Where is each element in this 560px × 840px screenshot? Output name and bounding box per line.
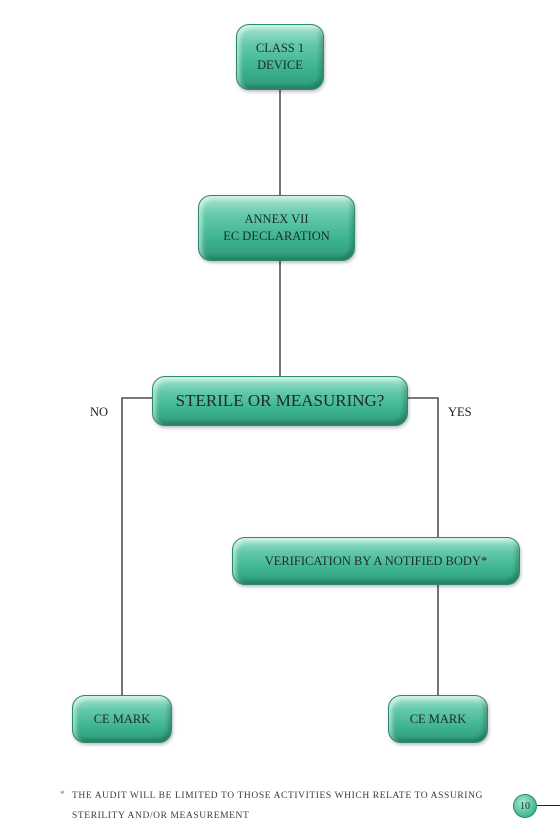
- connector-yes-branch: [408, 397, 439, 537]
- page-number-rule: [537, 805, 560, 806]
- class1-device-text: CLASS 1 DEVICE: [255, 41, 305, 72]
- footnote-text: THE AUDIT WILL BE LIMITED TO THOSE ACTIV…: [72, 791, 483, 821]
- sterile-or-measuring-text: STERILE OR MEASURING?: [175, 390, 385, 410]
- connector-no-branch: [121, 397, 152, 695]
- footnote: * THE AUDIT WILL BE LIMITED TO THOSE ACT…: [60, 786, 492, 826]
- notified-body-verification-text: VERIFICATION BY A NOTIFIED BODY*: [264, 553, 488, 568]
- page-number-badge: 10: [513, 794, 537, 818]
- ce-mark-text-yes-branch: CE MARK: [409, 711, 467, 726]
- branch-label-no: NO: [90, 405, 109, 419]
- annex-vii-declaration-text: ANNEX VII EC DECLARATION: [223, 212, 330, 243]
- annex-vii-declaration-box: ANNEX VII EC DECLARATION: [198, 195, 355, 261]
- notified-body-verification-box: VERIFICATION BY A NOTIFIED BODY*: [232, 537, 520, 585]
- branch-label-yes: YES: [448, 405, 472, 419]
- page-number-text: 10: [520, 800, 530, 812]
- ce-mark-box-no-branch: CE MARK: [72, 695, 172, 743]
- ce-mark-box-yes-branch: CE MARK: [388, 695, 488, 743]
- sterile-or-measuring-decision-box: STERILE OR MEASURING?: [152, 376, 408, 426]
- class1-device-box: CLASS 1 DEVICE: [236, 24, 324, 90]
- ce-mark-text-no-branch: CE MARK: [93, 711, 151, 726]
- footnote-asterisk: *: [60, 789, 66, 799]
